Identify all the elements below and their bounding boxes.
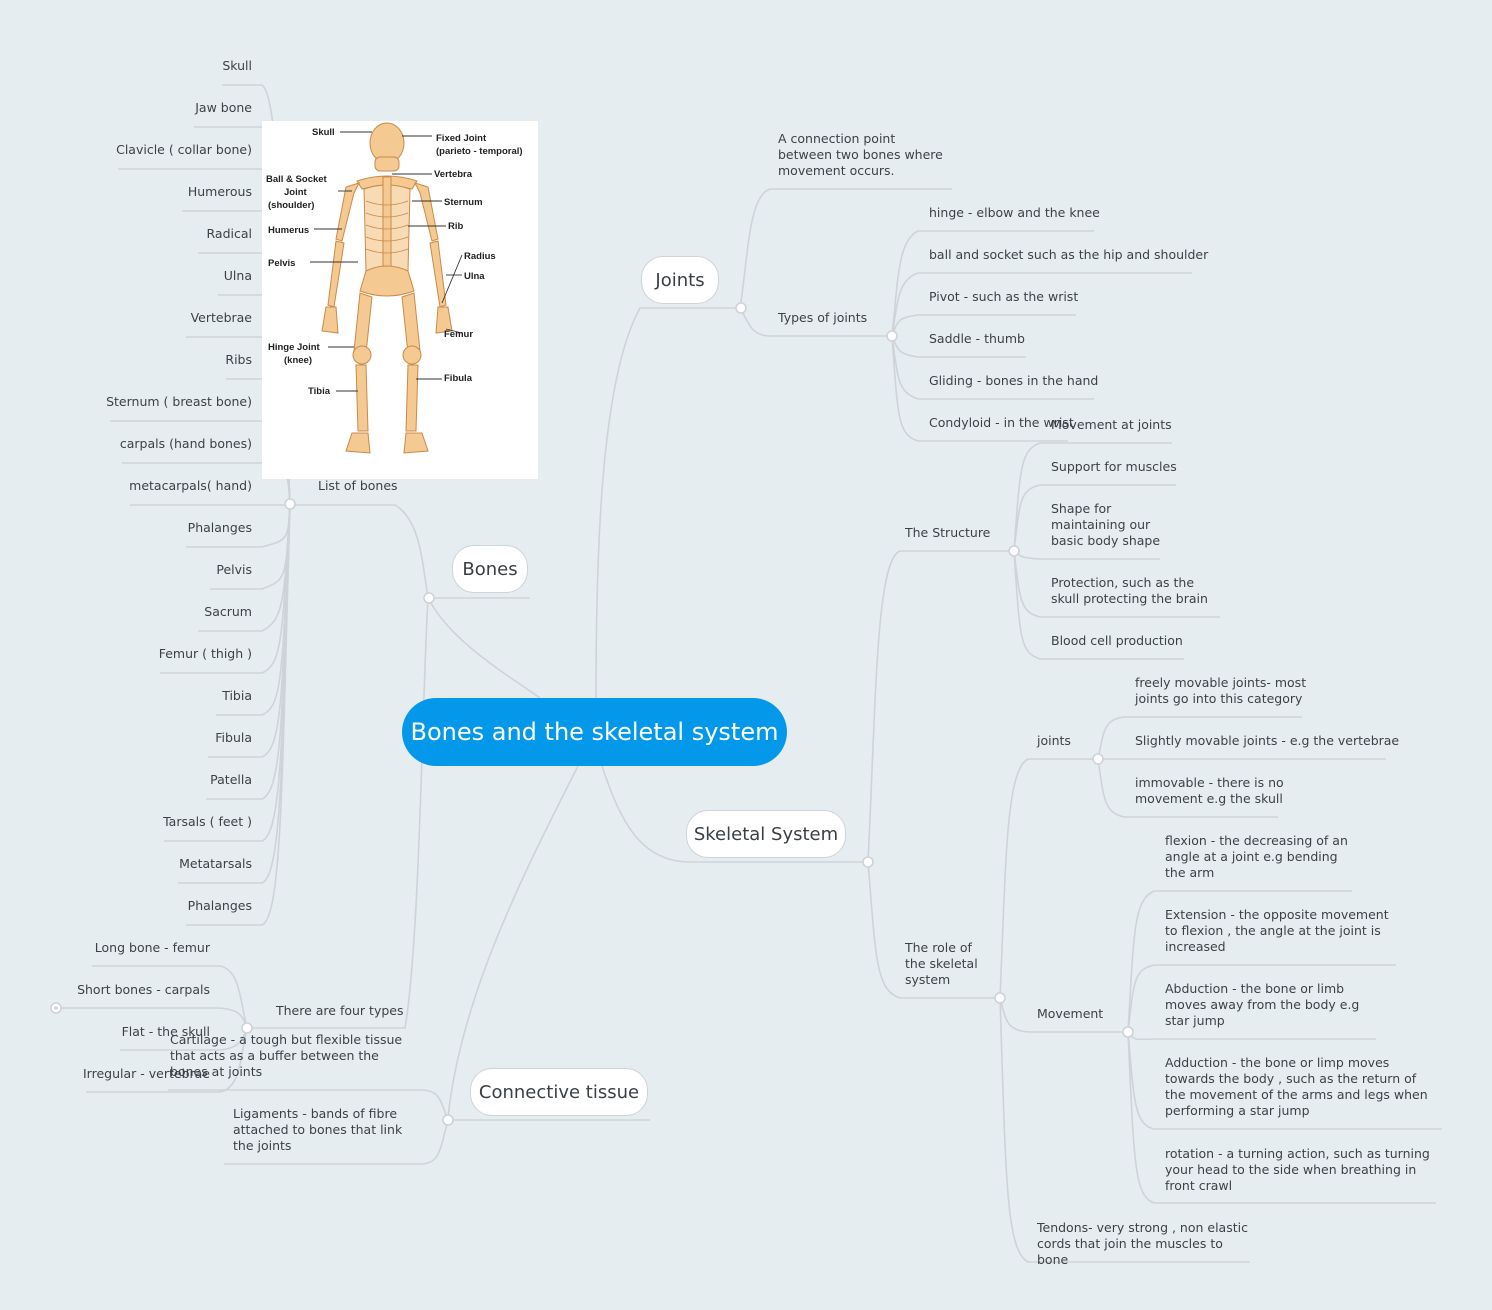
joint-kind-immovable[interactable]: immovable - there is no movement e.g the…	[1135, 775, 1284, 806]
subtopic-the-structure[interactable]: The Structure	[905, 525, 991, 540]
bone-item[interactable]: Pelvis	[216, 562, 252, 577]
bone-item[interactable]: Fibula	[215, 730, 252, 745]
label-humerus: Humerus	[268, 225, 309, 236]
topic-bones[interactable]: Bones	[452, 545, 528, 593]
bone-type-short[interactable]: Short bones - carpals	[77, 982, 210, 997]
bone-item[interactable]: Jaw bone	[195, 100, 252, 115]
bone-item[interactable]: Sacrum	[204, 604, 252, 619]
bone-item[interactable]: Ribs	[225, 352, 252, 367]
subtopic-types-of-joints[interactable]: Types of joints	[778, 310, 868, 325]
bone-item[interactable]: Humerous	[187, 184, 252, 199]
subtopic-joints[interactable]: joints	[1037, 733, 1071, 748]
label-ulna: Ulna	[464, 271, 485, 282]
skeleton-illustration: Skull Fixed Joint (parieto - temporal) B…	[266, 122, 523, 454]
joint-type-hinge[interactable]: hinge - elbow and the knee	[929, 205, 1100, 220]
bone-type-long[interactable]: Long bone - femur	[94, 940, 210, 955]
label-tibia: Tibia	[308, 386, 331, 397]
label-radius: Radius	[464, 251, 496, 262]
subtopic-role-of-skeletal-system[interactable]: The role of the skeletal system	[905, 940, 978, 987]
joint-kind-freely[interactable]: freely movable joints- most joints go in…	[1135, 675, 1307, 706]
joint-type-saddle[interactable]: Saddle - thumb	[929, 331, 1025, 346]
structure-shape[interactable]: Shape for maintaining our basic body sha…	[1051, 501, 1161, 548]
bone-item[interactable]: Clavicle ( collar bone)	[116, 142, 252, 157]
structure-protection[interactable]: Protection, such as the skull protecting…	[1051, 575, 1208, 606]
joint-type-pivot[interactable]: Pivot - such as the wrist	[929, 289, 1079, 304]
label-vertebra: Vertebra	[434, 169, 473, 180]
subtopic-four-types[interactable]: There are four types	[276, 1003, 404, 1018]
subtopic-movement[interactable]: Movement	[1037, 1006, 1104, 1021]
label-shoulder: (shoulder)	[268, 200, 314, 211]
bone-item[interactable]: Vertebrae	[190, 310, 252, 325]
bone-item[interactable]: Tibia	[222, 688, 252, 703]
joint-kind-slightly[interactable]: Slightly movable joints - e.g the verteb…	[1135, 733, 1400, 748]
bone-type-flat[interactable]: Flat - the skull	[121, 1024, 210, 1039]
joint-type-gliding[interactable]: Gliding - bones in the hand	[929, 373, 1099, 388]
label-ball-socket: Ball & Socket	[266, 174, 328, 185]
connective-ligaments[interactable]: Ligaments - bands of fibre attached to b…	[233, 1106, 403, 1153]
bone-item[interactable]: Metatarsals	[179, 856, 252, 871]
topic-skeletal-system[interactable]: Skeletal System	[686, 810, 846, 858]
bone-item[interactable]: carpals (hand bones)	[119, 436, 252, 451]
bone-item[interactable]: Ulna	[223, 268, 252, 283]
structure-blood-cells[interactable]: Blood cell production	[1051, 633, 1183, 648]
label-hinge-joint: Hinge Joint	[268, 342, 321, 353]
bone-item[interactable]: Tarsals ( feet )	[163, 814, 252, 829]
subtopic-list-of-bones[interactable]: List of bones	[318, 478, 398, 493]
label-ball-joint: Joint	[284, 187, 308, 198]
label-fixed-joint-sub: (parieto - temporal)	[436, 146, 523, 157]
structure-movement[interactable]: Movement at joints	[1051, 417, 1172, 432]
structure-support[interactable]: Support for muscles	[1051, 459, 1177, 474]
movement-extension[interactable]: Extension - the opposite movement to fle…	[1165, 907, 1389, 954]
bone-item[interactable]: Skull	[222, 58, 252, 73]
connective-cartilage[interactable]: Cartilage - a tough but flexible tissue …	[170, 1032, 403, 1079]
movement-flexion[interactable]: flexion - the decreasing of an angle at …	[1165, 833, 1348, 880]
label-skull: Skull	[312, 127, 335, 138]
bone-item[interactable]: Femur ( thigh )	[158, 646, 252, 661]
label-fibula: Fibula	[444, 373, 473, 384]
topic-joints[interactable]: Joints	[641, 256, 719, 304]
label-pelvis: Pelvis	[268, 258, 295, 269]
central-topic[interactable]: Bones and the skeletal system	[402, 698, 787, 766]
movement-rotation[interactable]: rotation - a turning action, such as tur…	[1165, 1146, 1430, 1193]
skeleton-image: Skull Fixed Joint (parieto - temporal) B…	[262, 121, 538, 479]
bone-item[interactable]: metacarpals( hand)	[129, 478, 252, 493]
bone-item[interactable]: Radical	[206, 226, 252, 241]
joint-type-ball-socket[interactable]: ball and socket such as the hip and shou…	[929, 247, 1209, 262]
joint-type-condyloid[interactable]: Condyloid - in the wrist	[929, 415, 1074, 430]
bone-item[interactable]: Patella	[210, 772, 252, 787]
label-rib: Rib	[448, 221, 464, 232]
bone-item[interactable]: Phalanges	[187, 898, 252, 913]
bone-type-irregular[interactable]: Irregular - vertebrae	[83, 1066, 210, 1081]
skeletal-tendons[interactable]: Tendons- very strong , non elastic cords…	[1037, 1220, 1248, 1267]
label-femur: Femur	[444, 329, 473, 340]
topic-connective-tissue[interactable]: Connective tissue	[470, 1068, 648, 1116]
label-fixed-joint: Fixed Joint	[436, 133, 487, 144]
bone-item[interactable]: Sternum ( breast bone)	[106, 394, 252, 409]
movement-adduction[interactable]: Adduction - the bone or limp moves towar…	[1165, 1055, 1428, 1118]
label-knee: (knee)	[284, 355, 312, 366]
label-sternum: Sternum	[444, 197, 483, 208]
joints-definition[interactable]: A connection point between two bones whe…	[778, 131, 943, 178]
bone-item[interactable]: Phalanges	[187, 520, 252, 535]
movement-abduction[interactable]: Abduction - the bone or limb moves away …	[1165, 981, 1360, 1028]
